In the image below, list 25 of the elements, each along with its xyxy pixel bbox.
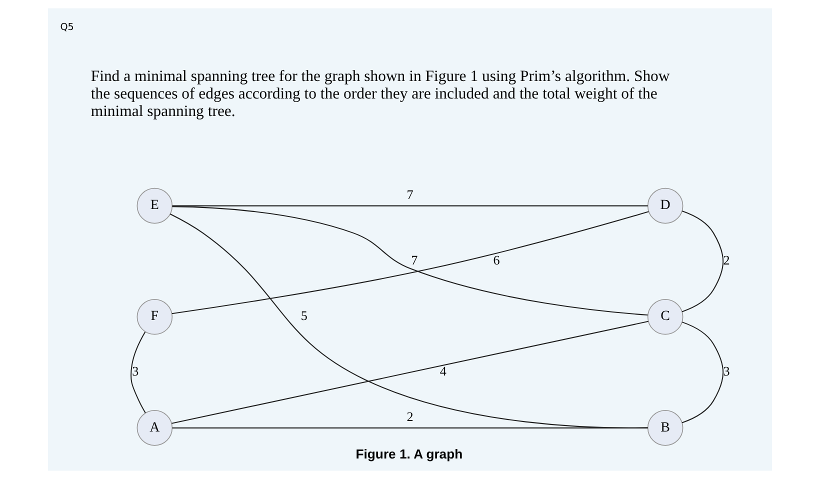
- connector: [130, 332, 146, 414]
- edge-label: 7: [411, 252, 418, 268]
- edge-label: 4: [440, 363, 447, 378]
- edge-label: 7: [406, 186, 414, 202]
- edge-label: 3: [723, 363, 730, 378]
- label: Find a minimal spanning tree for the graph shown in Figure 1 using Prim’s algorithm. Show the sequences of edges according to the order they are included and the total weight of the minimal spanning tree.: [90, 68, 670, 120]
- caption: Figure 1. A graph: [356, 446, 463, 462]
- node-circle: C: [647, 298, 684, 335]
- connector: [172, 427, 648, 428]
- node-circle: E: [136, 188, 173, 224]
- connector: [682, 210, 724, 312]
- node-circle: D: [647, 188, 684, 224]
- node-circle: F: [136, 298, 173, 335]
- node-circle: B: [647, 410, 684, 446]
- edge-label: 6: [493, 252, 500, 268]
- connector: [172, 205, 648, 206]
- connector: [682, 322, 724, 424]
- edge-label: 3: [132, 363, 139, 378]
- connector: [172, 320, 648, 424]
- label: Q5: [60, 22, 74, 33]
- connector: [170, 214, 648, 428]
- edge-label: 2: [723, 252, 730, 268]
- edge-label: 2: [406, 408, 414, 424]
- edge-label: 5: [300, 308, 308, 323]
- node-circle: A: [136, 410, 173, 446]
